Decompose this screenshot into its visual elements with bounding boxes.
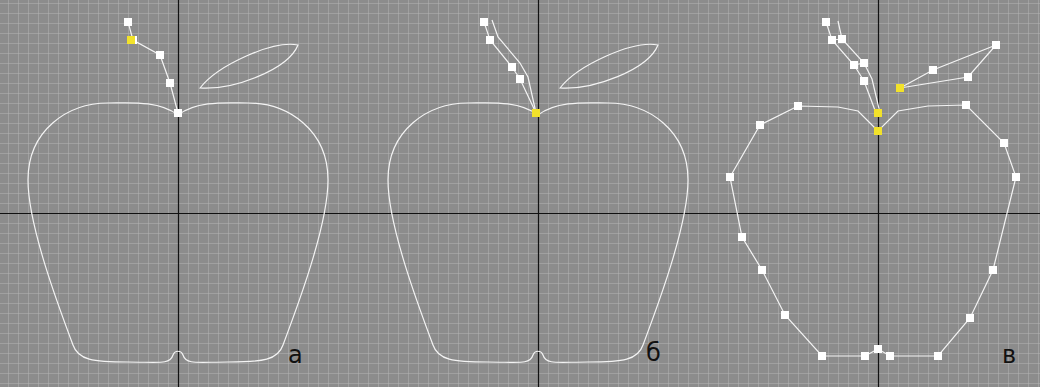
stem-spline: [128, 22, 178, 113]
vertex-marker: [886, 352, 894, 360]
vertex-marker: [794, 102, 802, 110]
vertex-marker: [822, 18, 830, 26]
leaf-outline: [200, 44, 298, 88]
vertex-marker: [828, 36, 836, 44]
vertex-marker: [992, 41, 1000, 49]
vertex-marker: [124, 18, 132, 26]
vertex-marker: [781, 311, 789, 319]
vertex-marker: [756, 121, 764, 129]
vertex-marker: [929, 66, 937, 74]
leaf-outline: [560, 44, 658, 88]
vertex-marker: [896, 84, 904, 92]
vertex-marker: [874, 345, 882, 353]
apple-outline: [28, 103, 328, 363]
vertex-marker: [874, 127, 882, 135]
stem-spline: [838, 21, 880, 113]
vertex-marker: [1012, 173, 1020, 181]
vertex-marker: [860, 77, 868, 85]
vertex-marker: [738, 233, 746, 241]
vertex-marker: [861, 352, 869, 360]
vertex-marker: [874, 109, 882, 117]
vertex-marker: [166, 79, 174, 87]
vertex-marker: [508, 63, 516, 71]
figure-letter: в: [1002, 343, 1016, 367]
apple-outline: [388, 103, 688, 363]
vertex-marker: [860, 59, 868, 67]
vertex-marker: [964, 73, 972, 81]
vertex-marker: [156, 51, 164, 59]
vertex-marker: [532, 109, 540, 117]
vertex-marker: [127, 36, 135, 44]
vertex-marker: [962, 101, 970, 109]
stem-spline: [484, 22, 536, 113]
vertex-marker: [758, 266, 766, 274]
vertex-marker: [516, 75, 524, 83]
vertex-marker: [726, 173, 734, 181]
vertex-marker: [480, 18, 488, 26]
vertex-marker: [989, 266, 997, 274]
vertex-marker: [818, 352, 826, 360]
vertex-marker: [966, 314, 974, 322]
figure-letter: б: [646, 341, 661, 365]
vertex-marker: [174, 109, 182, 117]
vertex-marker: [934, 352, 942, 360]
stem-spline: [492, 20, 536, 113]
leaf-polygon: [900, 45, 996, 88]
vertex-marker: [850, 61, 858, 69]
vertex-marker: [486, 36, 494, 44]
figure-letter: а: [288, 343, 303, 367]
vertex-marker: [838, 35, 846, 43]
stem-spline: [826, 22, 876, 113]
apple-polygon: [730, 105, 1016, 356]
vertex-marker: [1000, 139, 1008, 147]
